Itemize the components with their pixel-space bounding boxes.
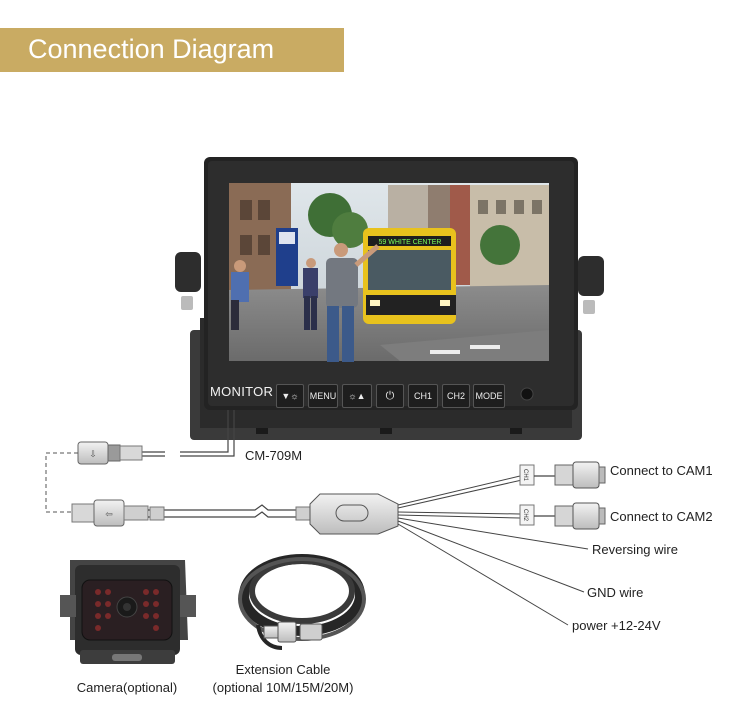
pedestrian (326, 243, 380, 362)
extension-plug: ⇦ (71, 499, 149, 527)
monitor-cable (142, 410, 235, 457)
svg-text:⇦: ⇦ (105, 509, 113, 519)
cam1-connector: CH1 (519, 461, 606, 489)
brightness-up-button[interactable]: ☼▲ (342, 384, 372, 408)
splitter-hub (309, 493, 399, 535)
cam2-connector: CH2 (519, 502, 606, 530)
main-cable (148, 504, 300, 518)
camera-caption: Camera(optional) (76, 680, 178, 695)
cam2-tag: CH2 (522, 509, 528, 522)
ch1-label: CH1 (413, 391, 432, 401)
ch2-button[interactable]: CH2 (442, 384, 470, 408)
ch1-button[interactable]: CH1 (408, 384, 438, 408)
page-title: Connection Diagram (28, 34, 275, 64)
cable-sleeve (149, 506, 165, 521)
mode-label: MODE (475, 391, 503, 401)
monitor-brand: MONITOR (210, 384, 274, 399)
power-wire-label: power +12-24V (572, 618, 661, 633)
menu-label: MENU (309, 391, 337, 401)
pedestrian (231, 260, 249, 330)
pedestrian (303, 258, 318, 330)
rear-camera (60, 560, 196, 664)
cam1-wire-label: Connect to CAM1 (610, 463, 713, 478)
reversing-wire-label: Reversing wire (592, 542, 678, 557)
cam2-wire-label: Connect to CAM2 (610, 509, 713, 524)
light-sensor-icon (520, 387, 534, 401)
power-icon: ⏻ (385, 390, 395, 402)
cable-sleeve (295, 506, 311, 521)
monitor-screen: 59 WHITE CENTER (229, 183, 549, 362)
left-knob (175, 252, 201, 310)
right-knob (578, 256, 604, 314)
brightness-up-icon: ☼▲ (348, 391, 366, 401)
brightness-down-icon: ▼☼ (281, 391, 299, 401)
extension-cable-options: (optional 10M/15M/20M) (212, 680, 354, 695)
ch2-label: CH2 (446, 391, 465, 401)
extension-cable-plug (263, 621, 323, 643)
fan-out-wires (397, 475, 589, 626)
svg-text:⇩: ⇩ (89, 449, 97, 459)
monitor-model-label: CM-709M (245, 448, 303, 463)
cam1-tag: CH1 (522, 469, 528, 482)
monitor-plug: ⇩ (77, 441, 143, 465)
plug-connection-dashed-line (45, 452, 78, 513)
gnd-wire-label: GND wire (587, 585, 644, 600)
extension-cable-caption: Extension Cable (235, 662, 331, 677)
brightness-down-button[interactable]: ▼☼ (276, 384, 304, 408)
mode-button[interactable]: MODE (473, 384, 505, 408)
bus-destination-sign: 59 WHITE CENTER (378, 239, 441, 246)
title-bar: Connection Diagram (0, 28, 344, 72)
menu-button[interactable]: MENU (308, 384, 338, 408)
power-button[interactable]: ⏻ (376, 384, 404, 408)
